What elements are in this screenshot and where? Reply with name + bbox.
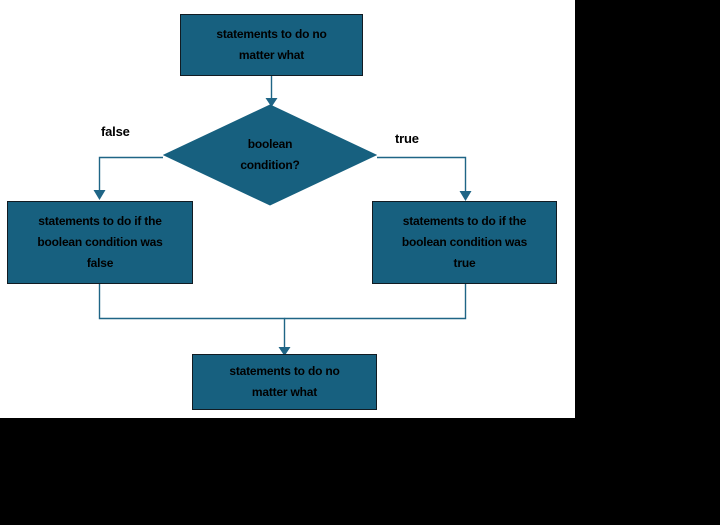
edge-true-to-merge — [284, 284, 467, 320]
edge-decision-false — [98, 156, 163, 191]
arrowhead-to-false-box — [93, 190, 106, 200]
edge-label-false: false — [101, 124, 130, 139]
node-top-statements[interactable]: statements to do no matter what — [180, 14, 363, 76]
node-decision-label: boolean condition? — [240, 137, 300, 172]
arrowhead-to-true-box — [459, 191, 472, 201]
node-true-branch-label: statements to do if the boolean conditio… — [401, 214, 528, 270]
node-false-branch-statements[interactable]: statements to do if the boolean conditio… — [7, 201, 193, 284]
node-true-branch-statements[interactable]: statements to do if the boolean conditio… — [372, 201, 557, 284]
decision-diamond-shape — [163, 104, 377, 206]
node-false-branch-label: statements to do if the boolean conditio… — [37, 214, 163, 270]
node-decision-boolean-condition[interactable]: boolean condition? — [163, 104, 377, 206]
node-bottom-label: statements to do no matter what — [229, 364, 340, 399]
edge-label-true: true — [395, 131, 419, 146]
edge-decision-true — [377, 156, 467, 192]
edge-false-to-merge — [98, 284, 286, 348]
diagram-sheet: statements to do no matter what boolean … — [0, 0, 575, 418]
node-bottom-statements[interactable]: statements to do no matter what — [192, 354, 377, 410]
node-top-label: statements to do no matter what — [216, 27, 327, 62]
